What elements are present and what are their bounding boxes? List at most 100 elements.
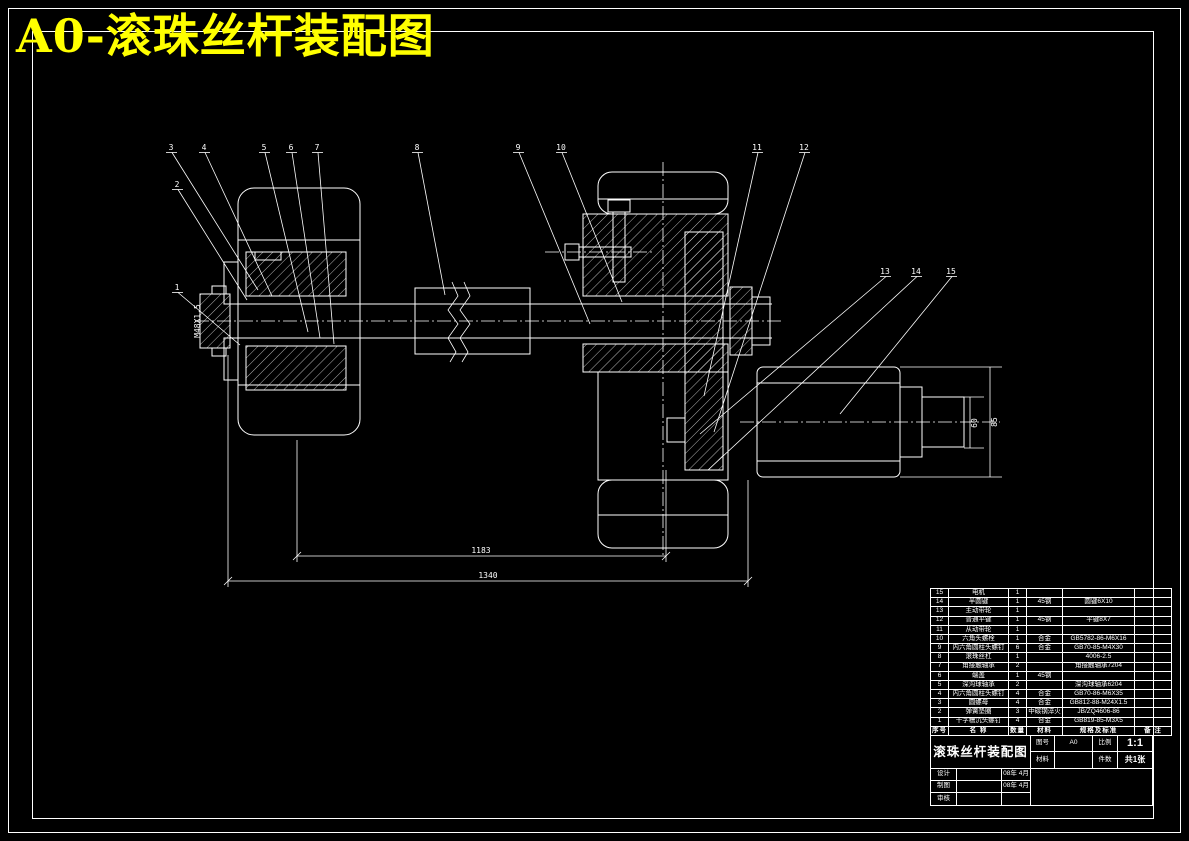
bom-cell: 15 — [930, 587, 949, 599]
bom-cell — [1062, 670, 1135, 681]
bom-cell: 4 — [1008, 716, 1027, 727]
bom-cell: 7 — [930, 661, 949, 672]
bom-cell: 1 — [1008, 670, 1027, 681]
bom-cell: 弹簧垫圈 — [948, 707, 1009, 718]
bom-cell: 合金 — [1026, 716, 1063, 727]
bom-cell — [1134, 643, 1172, 654]
bom-cell — [1134, 606, 1172, 617]
callout-label-5: 5 — [262, 143, 267, 152]
bom-cell — [1134, 707, 1172, 718]
callout-label-11: 11 — [752, 143, 762, 152]
bom-cell — [1062, 624, 1135, 635]
bom-cell — [1134, 652, 1172, 663]
bom-cell: 圆螺母 — [948, 698, 1009, 709]
callout-label-3: 3 — [169, 143, 174, 152]
bom-cell — [1026, 652, 1063, 663]
bom-cell — [1134, 624, 1172, 635]
bom-cell: 名 称 — [948, 725, 1009, 737]
bom-cell — [1134, 670, 1172, 681]
bom-cell — [1134, 679, 1172, 691]
dimension-label: 60 — [970, 418, 979, 428]
bom-cell: 普通平键 — [948, 615, 1009, 626]
bom-cell: GB70-85-M4X30 — [1062, 643, 1135, 654]
bom-cell: 1 — [1008, 615, 1027, 626]
callout-label-15: 15 — [946, 267, 956, 276]
nut-bracket — [565, 172, 728, 548]
bom-cell: 半圆键 — [948, 597, 1009, 608]
bom-cell: 合金 — [1026, 633, 1063, 645]
bom-cell: 中碳钢淬火 — [1026, 707, 1063, 718]
bom-cell — [1026, 679, 1063, 691]
callout-label-2: 2 — [175, 180, 180, 189]
bom-cell: GB819-85-M3X5 — [1062, 716, 1135, 727]
drafter-label: 制图 — [931, 781, 957, 793]
bom-cell: 2 — [930, 707, 949, 718]
bom-cell: 圆键6X10 — [1062, 597, 1135, 608]
sheets-label: 件数 — [1093, 752, 1118, 768]
bom-cell — [1062, 606, 1135, 617]
dimension-label: 1183 — [471, 546, 490, 555]
motor-assembly — [730, 287, 964, 477]
bom-cell: GB5782-86-M6X16 — [1062, 633, 1135, 645]
bom-cell: 3 — [1008, 707, 1027, 718]
bom-cell — [1026, 624, 1063, 635]
title-block-blank-area — [1031, 769, 1152, 805]
designer-name — [957, 769, 1002, 781]
bom-cell: 14 — [930, 597, 949, 608]
callout-label-10: 10 — [556, 143, 566, 152]
sheet-inner-border — [32, 31, 1154, 819]
bom-cell: 滚珠丝杠 — [948, 652, 1009, 663]
callout-label-12: 12 — [799, 143, 809, 152]
bom-cell — [1134, 587, 1172, 599]
left-bearing-housing — [200, 188, 360, 435]
scale-label: 比例 — [1093, 736, 1118, 752]
checker-date — [1002, 793, 1030, 805]
designer-date: 08年 4月 — [1002, 769, 1030, 781]
callout-label-9: 9 — [516, 143, 521, 152]
callout-label-8: 8 — [415, 143, 420, 152]
bom-cell: GB812-88-M24X1.5 — [1062, 698, 1135, 709]
callout-label-7: 7 — [315, 143, 320, 152]
bom-cell: GB70-86-M6X35 — [1062, 689, 1135, 700]
doc-no-label: 图号 — [1031, 736, 1055, 752]
ball-screw-shaft — [230, 282, 772, 362]
scale-value: 1:1 — [1118, 736, 1152, 752]
bom-cell: 6 — [1008, 643, 1027, 654]
drafter-date: 08年 4月 — [1002, 781, 1030, 793]
bom-cell: 9 — [930, 643, 949, 654]
dimension-lines — [224, 355, 1002, 587]
bom-cell — [1062, 587, 1135, 599]
drawing-title: 滚珠丝杆装配图 — [931, 736, 1031, 768]
bom-cell — [1134, 689, 1172, 700]
bom-cell: 角接触轴承7204 — [1062, 661, 1135, 672]
bom-cell: 4 — [930, 689, 949, 700]
material-value — [1055, 752, 1093, 768]
checker-name — [957, 793, 1002, 805]
sheets-value: 共1张 — [1124, 755, 1146, 764]
bom-cell — [1134, 615, 1172, 626]
bom-cell: 六角头螺栓 — [948, 633, 1009, 645]
bom-cell: 1 — [1008, 597, 1027, 608]
callout-label-14: 14 — [911, 267, 921, 276]
bom-cell: 45钢 — [1026, 615, 1063, 626]
bom-cell: 从动带轮 — [948, 624, 1009, 635]
bom-cell: 11 — [930, 624, 949, 635]
checker-label: 审核 — [931, 793, 957, 805]
bom-cell — [1134, 633, 1172, 645]
bom-cell: 合金 — [1026, 689, 1063, 700]
